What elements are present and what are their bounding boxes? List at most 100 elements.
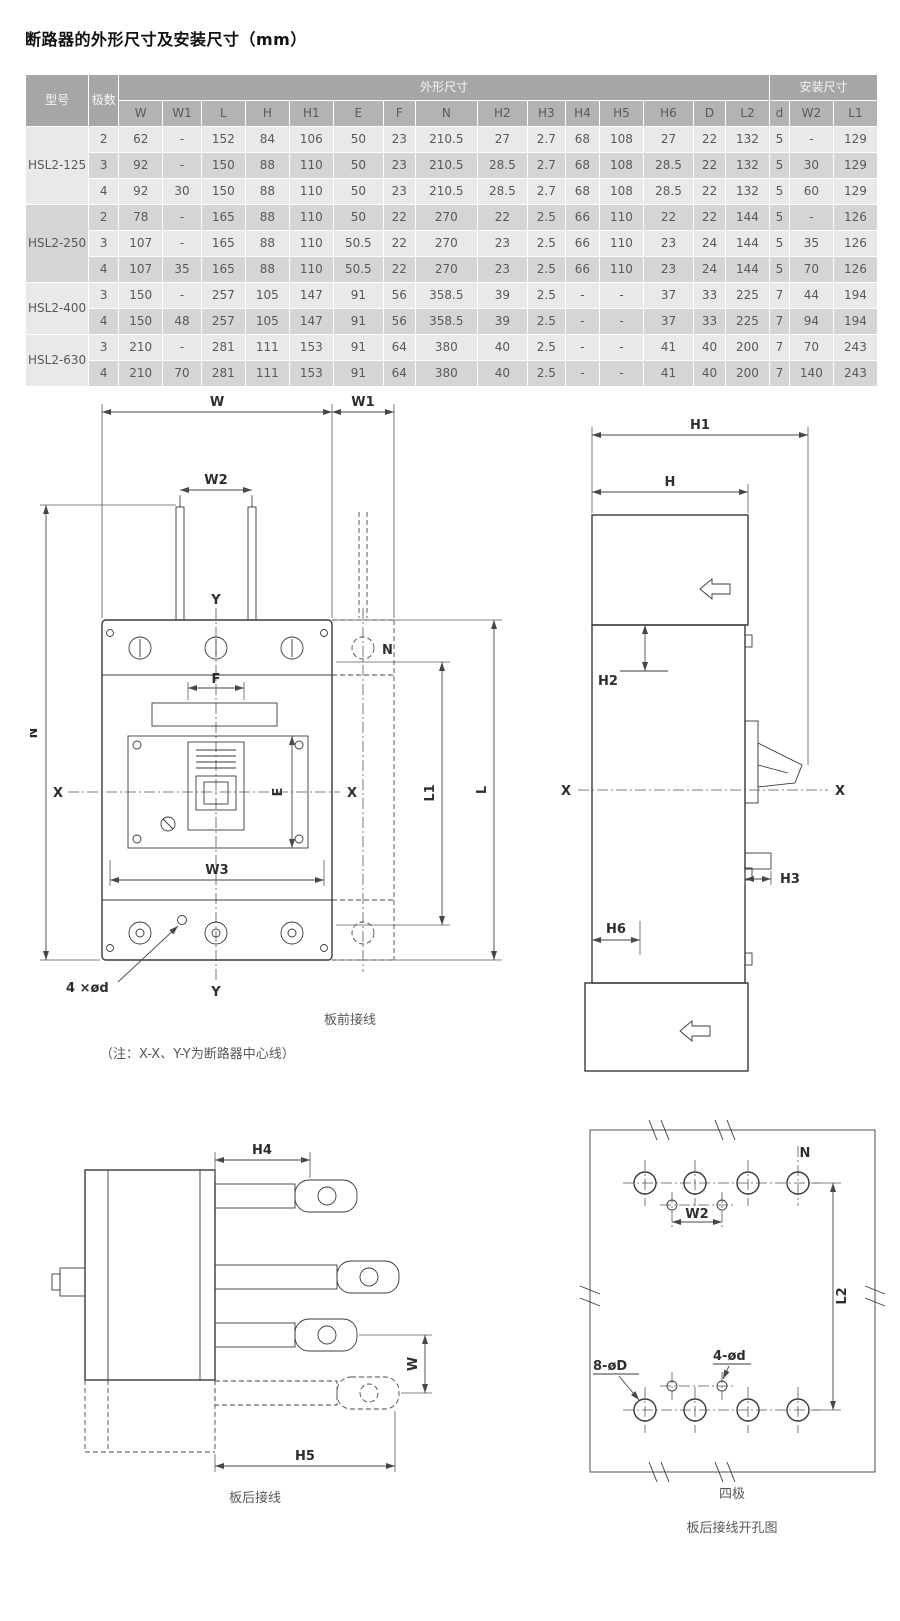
col-header-poles: 极数 [88,74,120,127]
toggle-lever [757,742,803,788]
value-cell: 68 [564,178,600,205]
value-cell: 68 [564,126,600,153]
value-cell: 150 [118,282,164,309]
value-cell: 50.5 [332,230,384,257]
value-cell: 5 [768,230,790,257]
label-mounting-holes: 4 ×ød [66,981,109,996]
value-cell: - [162,282,202,309]
value-cell: 243 [832,334,879,361]
poles-cell: 2 [88,126,120,153]
value-cell: 105 [244,308,290,335]
value-cell: 126 [832,230,879,257]
value-cell: 111 [244,334,290,361]
poles-cell: 4 [88,360,120,387]
value-cell: 92 [118,178,164,205]
dim-f: F [187,672,245,700]
dim-h4: H4 [214,1143,311,1182]
value-cell: 281 [200,334,246,361]
dim-label-w3: W3 [205,863,228,878]
value-cell: 28.5 [476,152,528,179]
value-cell: 28.5 [476,178,528,205]
value-cell: - [564,334,600,361]
value-cell: 210.5 [414,178,478,205]
group-header-outline: 外形尺寸 [118,74,770,101]
value-cell: 110 [598,230,644,257]
dim-label-l1: L1 [423,784,438,801]
value-cell: 84 [244,126,290,153]
value-cell: 30 [788,152,834,179]
value-cell: 144 [724,230,770,257]
value-cell: 44 [788,282,834,309]
value-cell: 110 [598,204,644,231]
value-cell: 270 [414,204,478,231]
value-cell: 132 [724,178,770,205]
value-cell: 22 [476,204,528,231]
value-cell: 144 [724,256,770,283]
value-cell: 2.7 [526,178,566,205]
value-cell: 152 [200,126,246,153]
value-cell: 257 [200,308,246,335]
x-centerline: X X [53,786,357,801]
label-neutral-column: N [800,1146,811,1161]
dim-label-h4: H4 [252,1143,272,1158]
value-cell: 2.5 [526,256,566,283]
page-title: 断路器的外形尺寸及安装尺寸（mm） [25,30,307,49]
dim-label-h3: H3 [780,872,800,887]
dim-l: L [336,619,502,961]
dim-label-h5: H5 [295,1449,315,1464]
value-cell: 2.5 [526,334,566,361]
value-cell: 41 [642,334,694,361]
value-cell: 68 [564,152,600,179]
value-cell: 380 [414,360,478,387]
value-cell: 2.5 [526,282,566,309]
poles-cell: 3 [88,334,120,361]
value-cell: - [788,126,834,153]
value-cell: 23 [642,256,694,283]
value-cell: 22 [692,204,726,231]
col-header: d [768,100,790,127]
rear-body [51,1169,216,1453]
dim-label-h2: H2 [598,674,618,689]
col-header: H3 [526,100,566,127]
direction-arrow-icon [699,578,731,600]
value-cell: 91 [332,360,384,387]
col-header: F [382,100,416,127]
value-cell: - [162,334,202,361]
col-header: L1 [832,100,879,127]
value-cell: 7 [768,282,790,309]
value-cell: 147 [288,282,334,309]
dim-label-w: W [210,395,224,410]
value-cell: - [162,204,202,231]
value-cell: 88 [244,152,290,179]
value-cell: 37 [642,282,694,309]
dim-w: W [359,1334,432,1394]
callout-big-holes: 8-øD [593,1359,640,1401]
value-cell: 41 [642,360,694,387]
col-header: H1 [288,100,334,127]
value-cell: 50 [332,126,384,153]
dim-w3: W3 [109,860,325,886]
value-cell: 70 [162,360,202,387]
value-cell: 281 [200,360,246,387]
mounting-holes-callout: 4 ×ød [66,925,179,996]
value-cell: 110 [288,178,334,205]
value-cell: 129 [832,152,879,179]
value-cell: 23 [476,256,528,283]
value-cell: 110 [288,152,334,179]
value-cell: 88 [244,230,290,257]
value-cell: 129 [832,126,879,153]
value-cell: 150 [200,152,246,179]
col-header: H2 [476,100,528,127]
dim-label-x-right: X [347,786,357,801]
rear-terminal-bars [214,1179,400,1410]
value-cell: 5 [768,204,790,231]
value-cell: 23 [476,230,528,257]
value-cell: 200 [724,334,770,361]
value-cell: 194 [832,282,879,309]
value-cell: 40 [476,360,528,387]
